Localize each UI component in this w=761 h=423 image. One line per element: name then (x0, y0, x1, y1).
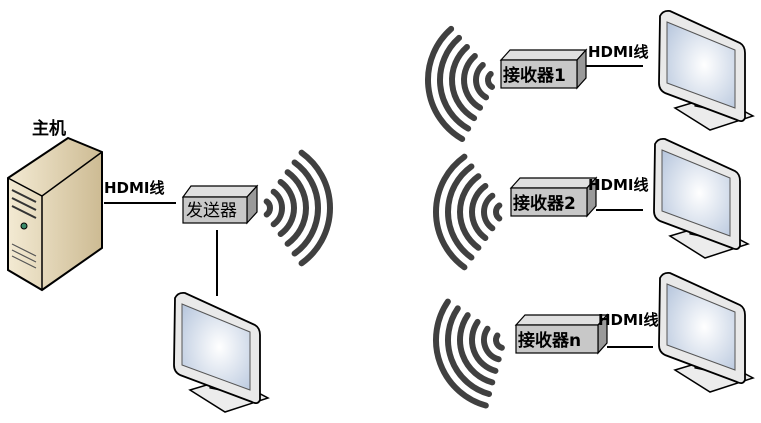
receiver-monitor (658, 9, 754, 131)
sender-box: 发送器 (181, 184, 259, 225)
host-cable-label: HDMI线 (104, 179, 165, 197)
wave-arc (291, 159, 321, 257)
receiver-box (510, 187, 588, 217)
wave-arc (461, 52, 484, 111)
receiver-cable-label: HDMI线 (598, 311, 659, 329)
receiver-box (500, 59, 578, 89)
receiver-3: 接收器n HDMI线 (514, 271, 754, 393)
receiver-cable-label: HDMI线 (588, 176, 649, 194)
receiver-label: 接收器n (518, 330, 581, 351)
wave-arc (469, 182, 489, 242)
receiver-box (515, 324, 599, 354)
wave-arc (263, 198, 273, 218)
wave-arc (493, 332, 505, 351)
wave-arc (485, 70, 496, 90)
wave-arc (425, 25, 466, 142)
wave-arc (457, 312, 496, 386)
wave-arc (433, 153, 468, 271)
wave-arc (473, 61, 490, 101)
wave-arc (481, 325, 502, 363)
receiver-monitor (653, 137, 749, 259)
wave-arc (433, 298, 489, 409)
wave-arc (481, 192, 496, 232)
receiver-cable-label: HDMI线 (588, 43, 649, 61)
wave-arc (469, 318, 499, 374)
receiver-2: 接收器2 HDMI线 (509, 137, 749, 259)
host-computer: 主机 (7, 118, 103, 292)
wave-arc (457, 173, 482, 251)
wave-arc (445, 305, 493, 397)
wave-arc (270, 188, 285, 228)
wave-arc (437, 34, 472, 132)
wave-arc (284, 169, 309, 247)
receiver-1: 接收器1 HDMI线 (499, 9, 754, 131)
sender-label: 发送器 (186, 201, 237, 221)
sender-monitor (173, 291, 269, 413)
wave-arc (277, 178, 297, 238)
wave-arc (445, 163, 475, 261)
host-label: 主机 (32, 118, 66, 139)
wave-arc (493, 202, 503, 222)
receiver-monitor (658, 271, 754, 393)
wave-arc (298, 149, 333, 267)
receiver-label: 接收器1 (503, 65, 566, 86)
wave-arc (449, 43, 478, 122)
wireless-waves (263, 25, 505, 409)
receiver-label: 接收器2 (513, 193, 576, 214)
